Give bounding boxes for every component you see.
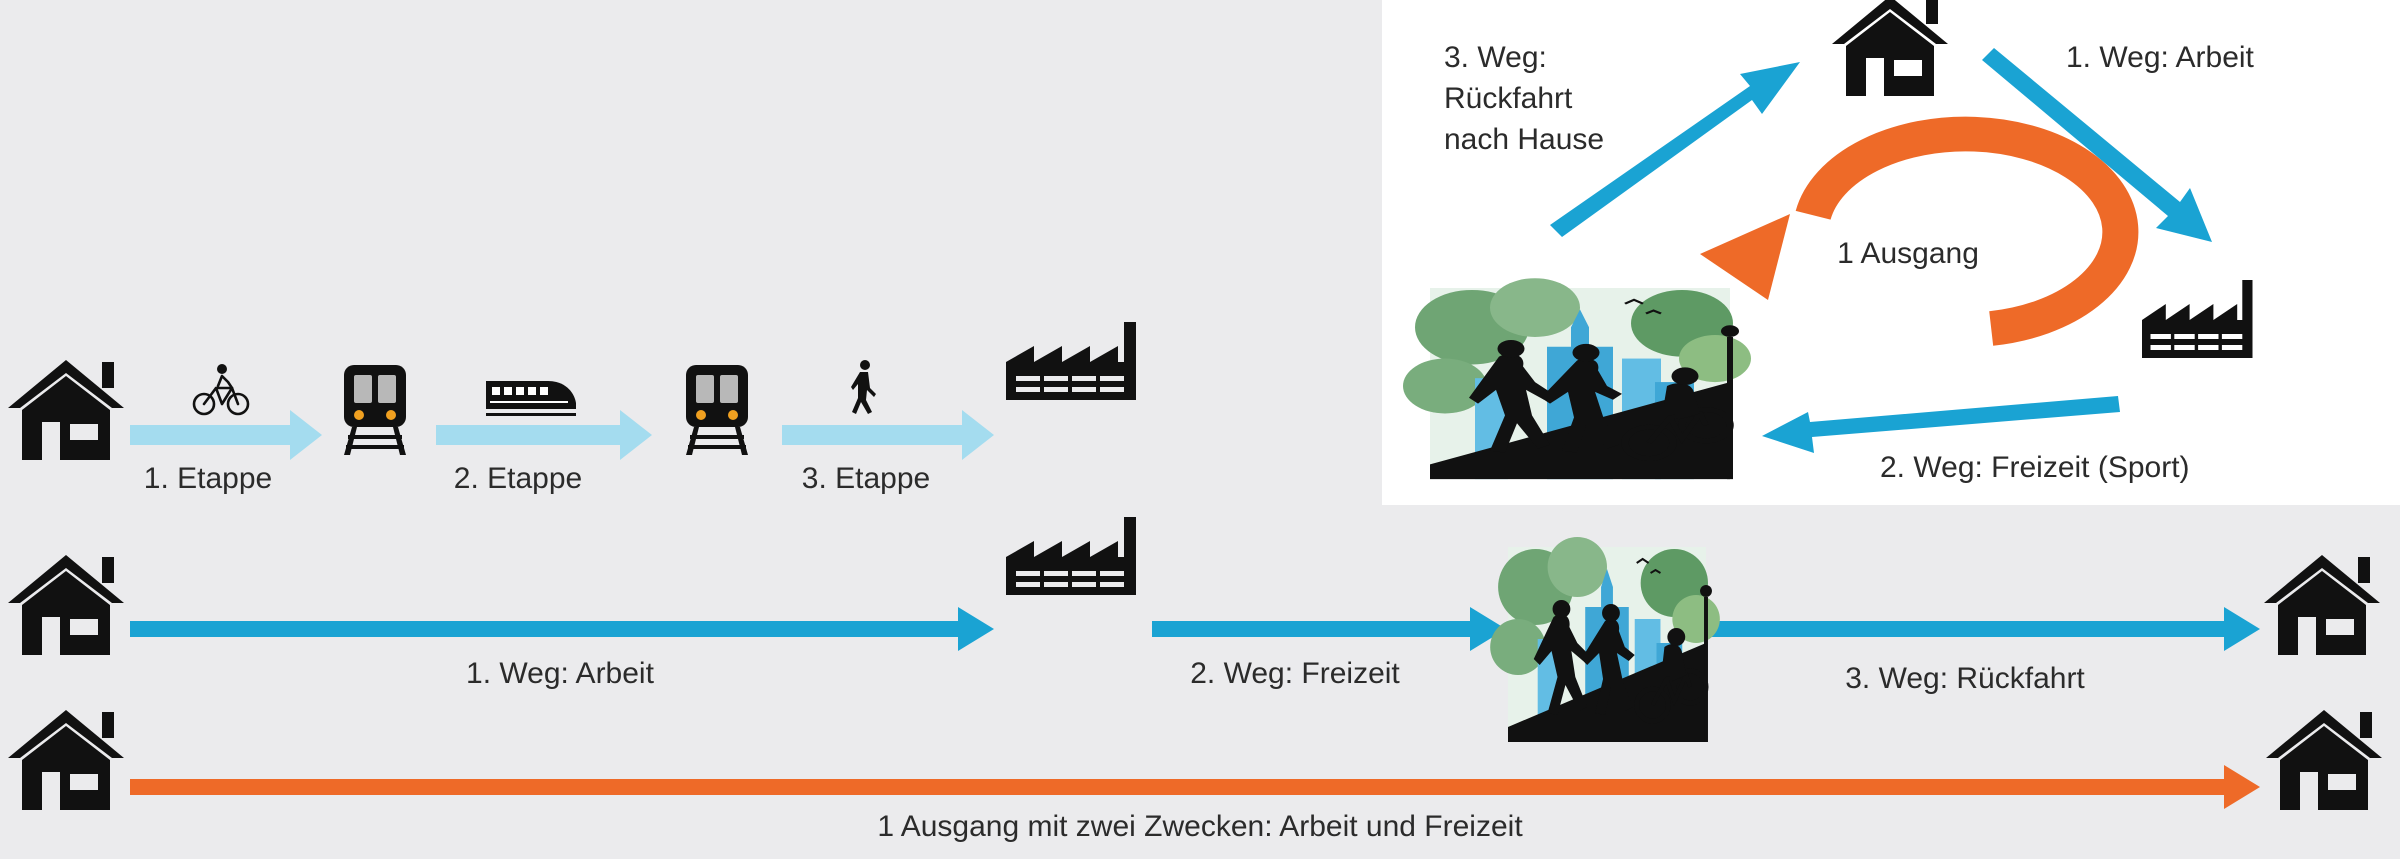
cycle-way3-arrow (1550, 62, 1800, 237)
row-ways: 1. Weg: Arbeit 2. Weg: Freizeit 3. Weg: … (8, 517, 2380, 742)
cycle-way2-label: 2. Weg: Freizeit (Sport) (1880, 451, 2190, 484)
cycle-center-label: 1 Ausgang (1837, 237, 1979, 270)
cycle-ring (1795, 116, 2139, 346)
leisure-image (1403, 278, 1751, 479)
stage3-arrow (782, 410, 994, 460)
outing-label: 1 Ausgang mit zwei Zwecken: Arbeit und F… (877, 810, 1523, 843)
stage2-arrow (436, 410, 652, 460)
way2-arrow (1152, 607, 1506, 651)
stage1-label: 1. Etappe (144, 462, 272, 495)
cycle-diagram: 1. Weg: Arbeit 2. Weg: Freizeit (Sport) … (1403, 0, 2255, 484)
leisure-image (1490, 537, 1720, 742)
way1-label: 1. Weg: Arbeit (466, 657, 655, 690)
cycle-arrowhead (1700, 214, 1790, 300)
row-outing: 1 Ausgang mit zwei Zwecken: Arbeit und F… (8, 710, 2382, 843)
cycle-way3-label-line3: nach Hause (1444, 123, 1604, 156)
cycle-way3-label-line2: Rückfahrt (1444, 82, 1573, 115)
way3-arrow (1692, 607, 2260, 651)
cycle-way2-arrow (1762, 396, 2120, 453)
way2-label: 2. Weg: Freizeit (1190, 657, 1400, 690)
way3-label: 3. Weg: Rückfahrt (1845, 662, 2085, 695)
outing-arrow (130, 765, 2260, 809)
cycle-way3-label-line1: 3. Weg: (1444, 41, 1547, 74)
way1-arrow (130, 607, 994, 651)
stage3-label: 3. Etappe (802, 462, 930, 495)
row-stages: 1. Etappe 2. Etappe 3. Etappe (8, 322, 1136, 495)
stage2-label: 2. Etappe (454, 462, 582, 495)
cycle-way1-label: 1. Weg: Arbeit (2066, 41, 2255, 74)
stage1-arrow (130, 410, 322, 460)
cycle-way1-arrow (1982, 48, 2212, 242)
